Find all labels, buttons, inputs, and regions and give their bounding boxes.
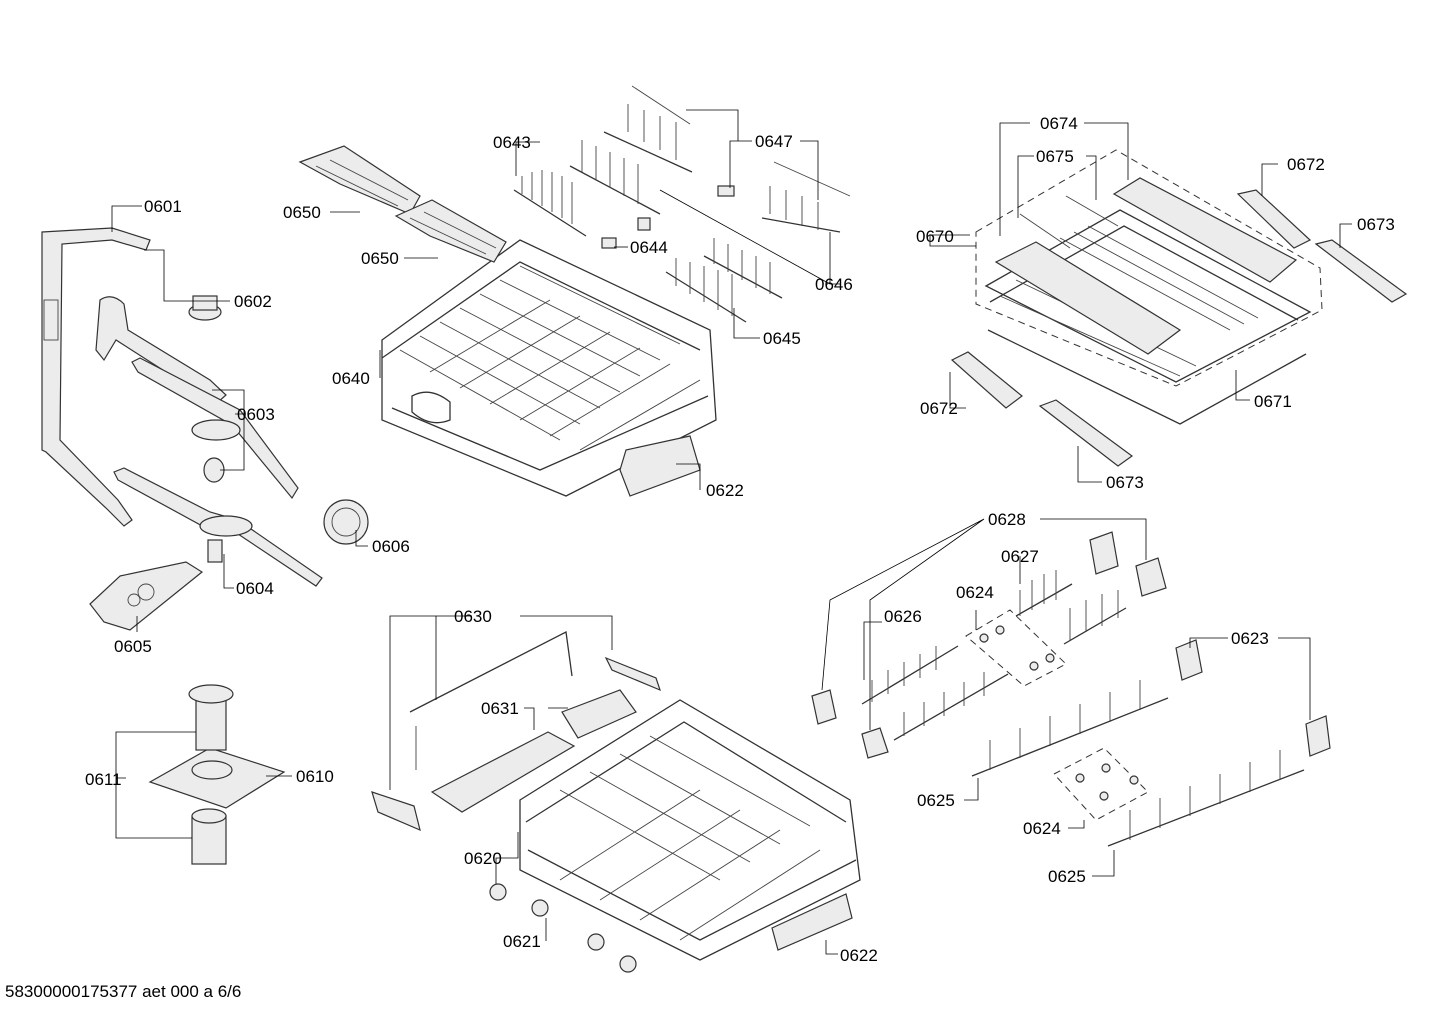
label-0650-a: 0650 (283, 203, 321, 222)
label-0673-top: 0673 (1357, 215, 1395, 234)
label-0602: 0602 (234, 292, 272, 311)
lower-spray-arm[interactable] (113, 467, 323, 587)
basket-handle[interactable] (619, 435, 701, 497)
label-0672-top: 0672 (1287, 155, 1325, 174)
rack-clip-0644[interactable] (601, 185, 735, 249)
label-0626: 0626 (884, 607, 922, 626)
cutlery-tray-insert[interactable] (994, 177, 1298, 355)
label-0646: 0646 (815, 275, 853, 294)
label-0622-lower: 0622 (840, 946, 878, 965)
spray-arm-filter-disc[interactable] (323, 499, 369, 545)
label-0610: 0610 (296, 767, 334, 786)
end-cap-0673-bottom[interactable] (1038, 399, 1134, 467)
cup-shelf-2[interactable] (394, 199, 507, 263)
label-0611: 0611 (85, 770, 122, 789)
label-0647: 0647 (755, 132, 793, 151)
label-0624-a: 0624 (956, 583, 994, 602)
tine-row-0627[interactable] (1015, 570, 1127, 645)
label-0606: 0606 (372, 537, 410, 556)
folding-tine-row-0645[interactable] (665, 238, 783, 323)
leader-lines (111, 109, 1352, 955)
label-0622-upper: 0622 (706, 481, 744, 500)
label-0630: 0630 (454, 607, 492, 626)
end-cap-0673-top[interactable] (1314, 239, 1408, 303)
label-0623: 0623 (1231, 629, 1269, 648)
label-0643: 0643 (493, 133, 531, 152)
label-0672-bottom: 0672 (920, 399, 958, 418)
lower-basket[interactable] (519, 699, 861, 961)
label-0601: 0601 (144, 197, 182, 216)
upper-basket[interactable] (381, 239, 717, 497)
clip-set-0624[interactable] (965, 609, 1149, 821)
cup-shelf-1[interactable] (298, 145, 421, 215)
basket-wheels[interactable] (489, 883, 637, 973)
rack-insert-0630[interactable] (371, 631, 661, 832)
label-0631: 0631 (481, 699, 519, 718)
divider-comb-0675[interactable] (1019, 195, 1119, 249)
lower-basket-handle[interactable] (771, 893, 853, 951)
label-0625-b: 0625 (1048, 867, 1086, 886)
label-0620: 0620 (464, 849, 502, 868)
microfilter[interactable] (148, 684, 286, 865)
tine-row-0625a[interactable] (971, 680, 1169, 777)
folding-tine-row-0646[interactable] (569, 140, 661, 215)
spray-arm-connector[interactable] (188, 295, 222, 321)
end-cap-0672-bottom[interactable] (950, 351, 1023, 409)
label-0671: 0671 (1254, 392, 1292, 411)
label-0674: 0674 (1040, 114, 1078, 133)
label-0605: 0605 (114, 637, 152, 656)
spray-supply-pipe[interactable] (41, 227, 151, 527)
cup-rack-0647a[interactable] (603, 85, 693, 173)
label-0675: 0675 (1036, 147, 1074, 166)
document-code: 58300000175377 aet 000 a 6/6 (5, 982, 242, 1001)
cutlery-tray-lid[interactable] (89, 561, 204, 631)
label-0603: 0603 (237, 405, 275, 424)
cup-shelf-0631[interactable] (430, 689, 637, 813)
part-labels: 0601 0602 0603 0604 0605 0606 0610 0611 … (85, 114, 1395, 965)
label-0627: 0627 (1001, 547, 1039, 566)
label-0673-bottom: 0673 (1106, 473, 1144, 492)
hinge-brackets[interactable] (811, 531, 1331, 759)
label-0650-b: 0650 (361, 249, 399, 268)
tine-row-0625b[interactable] (1107, 750, 1305, 847)
tine-row-0626[interactable] (861, 645, 1009, 741)
label-0621: 0621 (503, 932, 541, 951)
upper-spray-arm[interactable] (95, 296, 299, 500)
cup-rack-0647b[interactable] (761, 161, 851, 233)
end-cap-0672-top[interactable] (1236, 189, 1312, 249)
label-0624-b: 0624 (1023, 819, 1061, 838)
label-0645: 0645 (763, 329, 801, 348)
label-0640: 0640 (332, 369, 370, 388)
label-0670: 0670 (916, 227, 954, 246)
label-0644: 0644 (630, 238, 668, 257)
label-0604: 0604 (236, 579, 274, 598)
folding-tine-row-0643[interactable] (513, 170, 587, 237)
label-0628: 0628 (988, 510, 1026, 529)
label-0625-a: 0625 (917, 791, 955, 810)
